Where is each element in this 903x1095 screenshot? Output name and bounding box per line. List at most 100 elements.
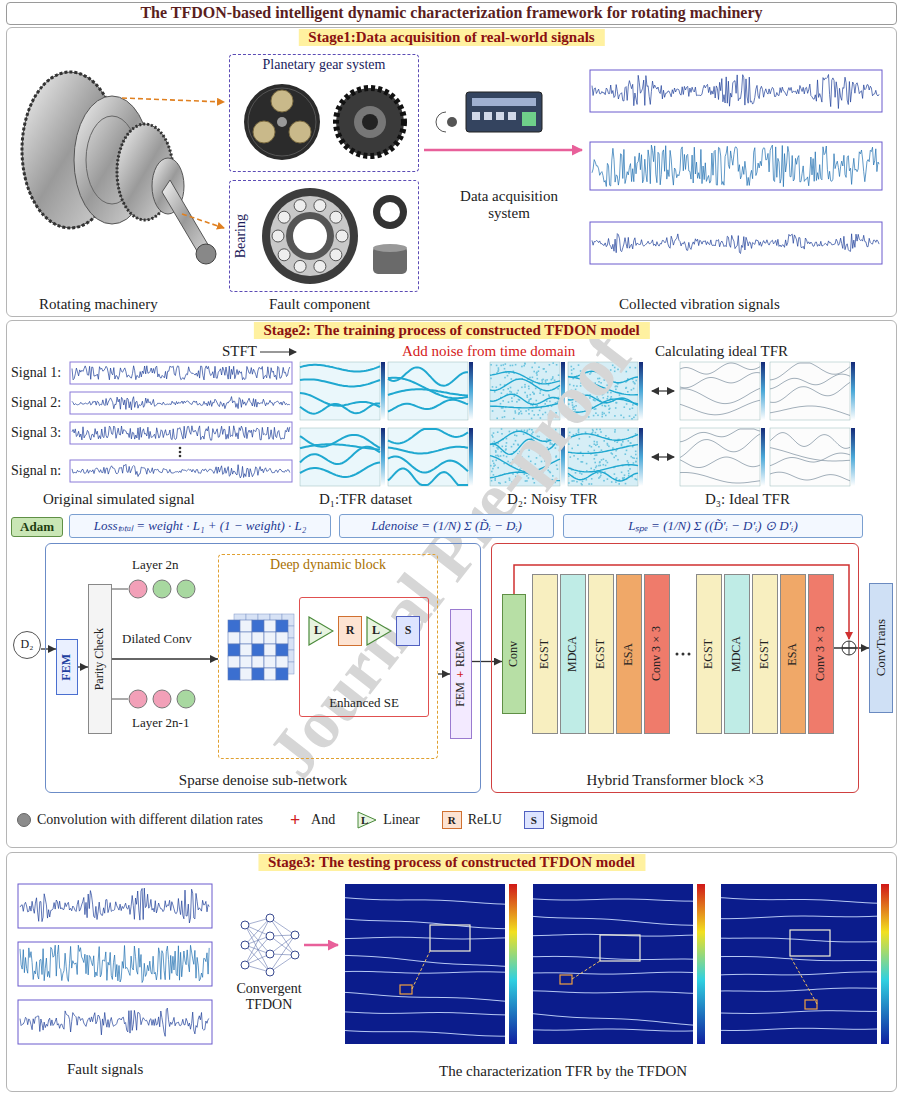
noise-dot <box>538 370 540 372</box>
colorbar <box>469 362 473 420</box>
tfr-result <box>721 884 877 1044</box>
noise-dot <box>635 461 637 463</box>
ridge-line <box>721 1028 877 1030</box>
noise-dot <box>494 391 496 393</box>
bearing-picture <box>314 260 326 272</box>
bearing-picture <box>294 200 306 212</box>
noise-dot <box>634 383 636 385</box>
waveform <box>592 145 879 187</box>
noise-dot <box>617 459 619 461</box>
sigmoid-symbol: S <box>396 616 420 646</box>
noise-dot <box>516 401 518 403</box>
ridge-curve <box>388 400 468 412</box>
noise-dot <box>625 387 627 389</box>
noise-dot <box>626 450 628 452</box>
noise-dot <box>594 462 596 464</box>
legend-symbol: S <box>531 815 537 826</box>
gear-picture <box>244 84 404 160</box>
signal-frame <box>70 422 292 444</box>
noise-dot <box>511 397 513 399</box>
noise-dot <box>575 472 577 474</box>
noise-dot <box>586 463 588 465</box>
tfr-image <box>388 362 468 420</box>
noise-dot <box>504 410 506 412</box>
stage-heading: Stage1:Data acquisition of real-world si… <box>298 29 604 46</box>
dilated-grid <box>252 656 264 668</box>
node-text: FEM <box>454 682 468 707</box>
dilated-grid <box>276 656 288 668</box>
label-text: Calculating ideal TFR <box>655 343 788 360</box>
noise-dot <box>599 462 601 464</box>
signal-frame <box>18 884 212 928</box>
connector <box>438 673 450 674</box>
noise-dot <box>631 389 633 391</box>
node-text: Lossₜₒₜₐₗ = weight · L₁ + (1 − weight) ·… <box>94 519 307 534</box>
dilated-grid <box>276 668 288 680</box>
dilated-grid <box>252 632 264 644</box>
noise-dot <box>630 456 632 458</box>
noise-dot <box>633 388 635 390</box>
ridge-line <box>721 957 877 961</box>
noise-dot <box>508 372 510 374</box>
noise-dot <box>635 451 637 453</box>
noise-dot <box>627 391 629 393</box>
label-text: Rotating machinery <box>39 296 158 313</box>
layer-block: MDCA <box>724 574 750 734</box>
noise-dot <box>591 478 593 480</box>
legend-sample: S <box>524 811 544 829</box>
zoom-box <box>430 925 470 951</box>
noise-dot <box>615 407 617 409</box>
bearing-picture <box>373 244 407 252</box>
tfr-image <box>770 362 850 420</box>
noise-dot <box>531 367 533 369</box>
layer-block: ESA <box>780 574 806 734</box>
noise-dot <box>581 483 583 485</box>
bearing-picture <box>270 196 350 276</box>
noise-dot <box>603 458 605 460</box>
noise-dot <box>623 417 625 419</box>
noise-dot <box>600 475 602 477</box>
gear-picture <box>253 121 275 143</box>
noise-dot <box>591 446 593 448</box>
node-text: D₂ <box>21 638 34 652</box>
layer-block: MDCA <box>560 574 586 734</box>
network-icon <box>241 941 249 949</box>
se-box: Enhanced SELRLS <box>299 597 429 717</box>
legend-item: +And <box>285 811 335 829</box>
noise-dot <box>543 368 545 370</box>
label-text: Layer 2n <box>132 558 179 573</box>
tfr-image <box>680 428 760 486</box>
node-text: ConvTrans <box>874 619 889 676</box>
zoom-link <box>572 961 600 979</box>
noise-dot <box>504 416 506 418</box>
node-text: Parity Check <box>93 628 107 690</box>
ridge-curve <box>770 374 850 389</box>
noise-dot <box>596 441 598 443</box>
tfr-result <box>533 884 693 1044</box>
noise-dot <box>608 412 610 414</box>
module-box: FEM <box>56 639 78 695</box>
ridge-curve <box>388 367 468 385</box>
flow-arrow <box>179 451 182 454</box>
connector <box>41 648 56 649</box>
label-text: Signal 1: <box>11 365 61 381</box>
linear-symbol: L <box>366 616 392 646</box>
dilated-grid <box>240 656 252 668</box>
bearing-picture <box>314 200 326 212</box>
waveform <box>20 1008 209 1036</box>
ridge-curve <box>680 429 760 442</box>
noise-dot <box>595 467 597 469</box>
node-text: EGST <box>594 639 608 669</box>
flow-arrow <box>652 390 674 391</box>
noise-dot <box>600 465 602 467</box>
waveform <box>72 397 290 410</box>
label-text: Signal 3: <box>11 425 61 441</box>
ridge-curve <box>770 472 850 481</box>
dilated-grid <box>228 644 240 656</box>
bearing-picture <box>336 230 348 242</box>
noise-dot <box>507 375 509 377</box>
bearing-picture <box>293 219 327 253</box>
dilated-grid <box>228 632 240 644</box>
connector <box>78 666 88 667</box>
noise-dot <box>596 465 598 467</box>
